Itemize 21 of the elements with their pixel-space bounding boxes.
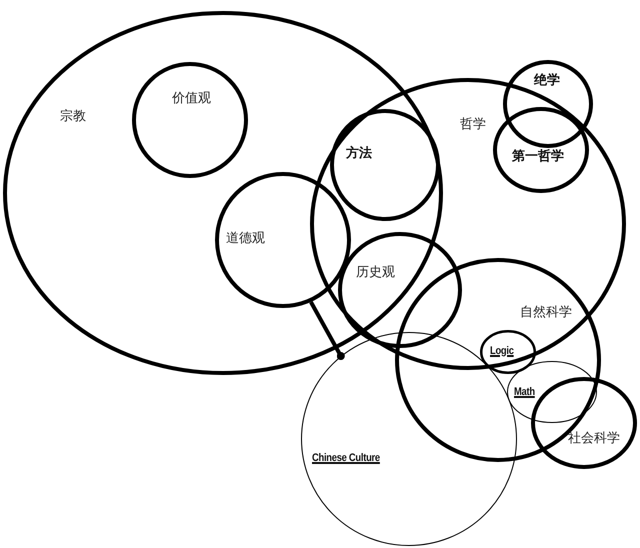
- circle-label: 宗教: [60, 110, 86, 124]
- circle-label: 第一哲学: [512, 150, 564, 164]
- circle-label: Math: [514, 386, 535, 398]
- circle-label: 价值观: [172, 92, 211, 106]
- circle-label: 绝学: [534, 74, 560, 88]
- circle-label: Logic: [490, 345, 514, 358]
- circle: [503, 60, 593, 148]
- circle-label: 历史观: [356, 266, 395, 280]
- circle-label: 社会科学: [568, 432, 620, 446]
- circle: [215, 172, 351, 308]
- circle-label: 道德观: [226, 232, 265, 246]
- circle: [132, 62, 248, 178]
- circle: [338, 232, 462, 348]
- circle: [493, 107, 589, 193]
- circle: [3, 11, 443, 375]
- circle-label: 自然科学: [520, 306, 572, 320]
- connector-line: [309, 301, 345, 360]
- circle-label: Chinese Culture: [312, 452, 380, 464]
- circle-label: 哲学: [460, 118, 486, 132]
- circle-label: 方法: [346, 147, 372, 162]
- circle: [330, 109, 440, 221]
